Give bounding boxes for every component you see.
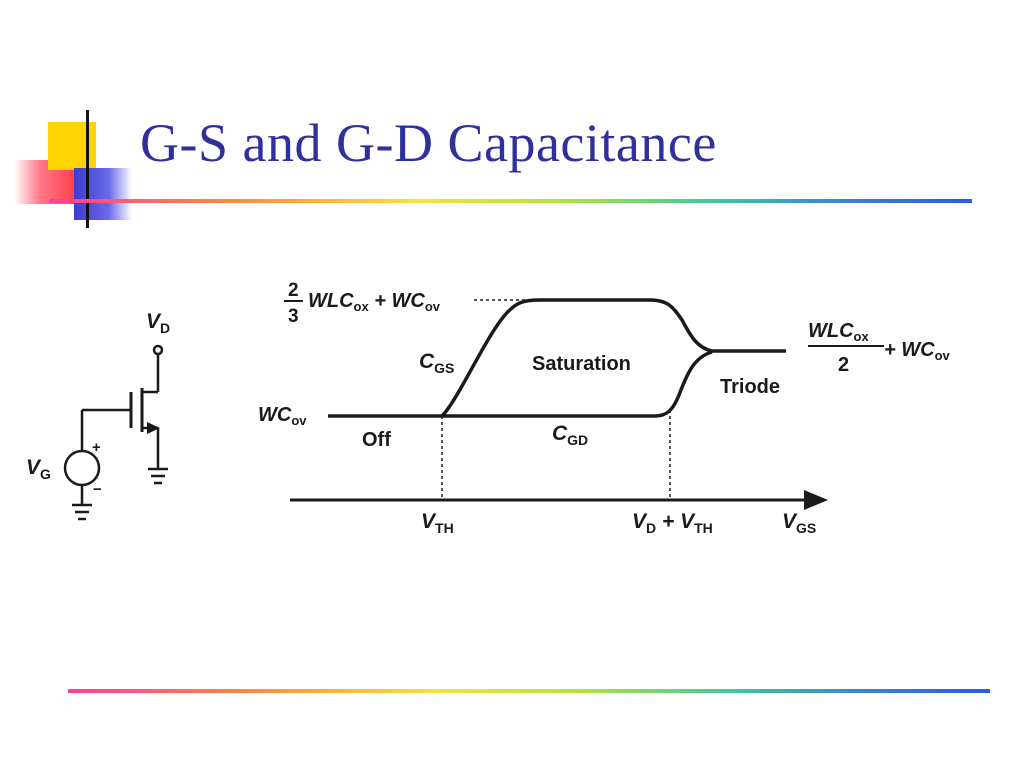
region-triode-label: Triode <box>720 376 780 398</box>
cgs-curve <box>440 298 786 418</box>
vgs-axis-arrow <box>804 490 828 510</box>
gate-voltage-label: VG <box>26 456 51 482</box>
left-level-label: WCov <box>258 404 307 428</box>
decor-vertical-line <box>86 110 89 228</box>
gate-voltage-source <box>63 449 101 487</box>
right-level-label: + WCov <box>884 339 951 363</box>
axis-label-vgs: VGS <box>782 510 816 536</box>
right-level-denominator: 2 <box>838 354 849 376</box>
right-level-numerator: WLCox <box>808 320 869 344</box>
source-plus: + <box>92 439 101 456</box>
title-underline <box>50 199 972 203</box>
capacitance-graph: 2 3 WLCox + WCov WCov WLCox 2 + WCov CGS… <box>258 280 951 536</box>
slide-title: G-S and G-D Capacitance <box>140 113 717 173</box>
tick-label-vd-plus-vth: VD + VTH <box>632 510 713 536</box>
cgd-curve <box>328 350 713 418</box>
drain-terminal <box>152 344 164 356</box>
footer-line <box>68 689 990 693</box>
nmos-circuit <box>63 344 164 504</box>
ground-gate <box>72 503 92 521</box>
source-minus: − <box>93 481 102 498</box>
ground-source <box>148 467 168 485</box>
drain-voltage-label: VD <box>146 310 170 336</box>
top-level-frac-num: 2 <box>288 280 299 301</box>
source-arrow <box>147 422 160 434</box>
cgs-label: CGS <box>419 350 454 376</box>
cgd-label: CGD <box>552 422 588 448</box>
region-saturation-label: Saturation <box>532 353 631 375</box>
top-level-frac-den: 3 <box>288 306 299 327</box>
tick-label-vth: VTH <box>421 510 454 536</box>
region-off-label: Off <box>362 429 391 451</box>
top-level-label: WLCox + WCov <box>308 290 441 314</box>
decor-blue-square <box>74 168 132 220</box>
